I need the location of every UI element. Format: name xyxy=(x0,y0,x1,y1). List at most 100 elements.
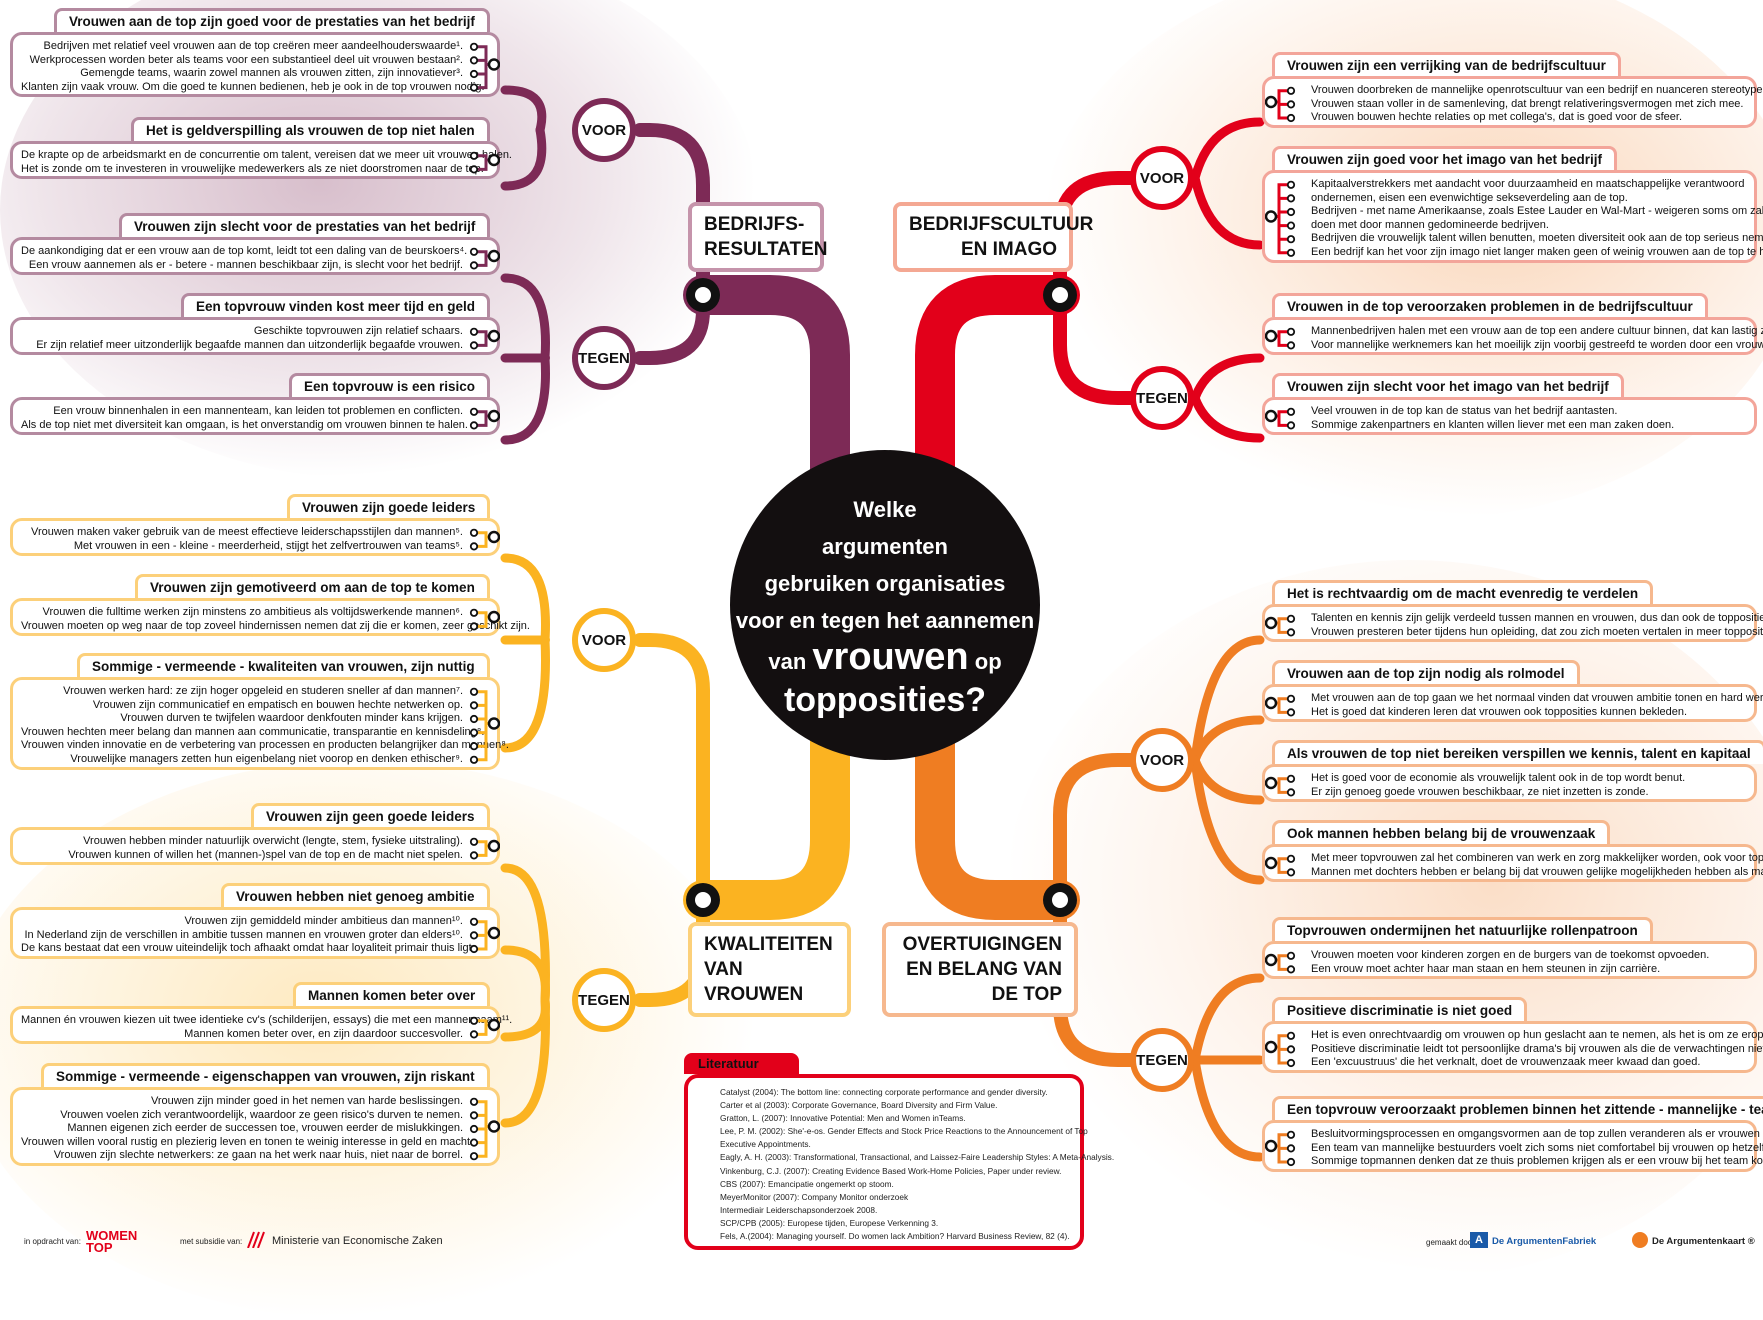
line-bullet xyxy=(469,165,479,174)
group-junction-dot xyxy=(1265,329,1278,343)
argument-connector-dots xyxy=(469,1016,500,1039)
argument-connector-dots xyxy=(1265,951,1296,974)
line-bullet xyxy=(469,931,479,940)
argument-box: Kapitaalverstrekkers met aandacht voor d… xyxy=(1262,170,1763,263)
line-bullet xyxy=(469,1138,479,1147)
argument-title: Een topvrouw is een risico xyxy=(289,373,491,397)
group-junction-dot xyxy=(487,610,500,624)
argument-line: Vrouwen die fulltime werken zijn minsten… xyxy=(42,606,463,618)
argument-connector-dots xyxy=(469,407,500,430)
argument-connector-dots xyxy=(1265,854,1296,877)
question-van: van xyxy=(768,648,813,674)
argumentenfabriek-logo-icon: A xyxy=(1470,1232,1488,1248)
argument-line: De aankondiging dat er een vrouw aan de … xyxy=(21,245,468,257)
question-line-1: Welke xyxy=(853,496,917,522)
literature-line: Executive Appointments. xyxy=(720,1139,811,1150)
argument-line: Veel vrouwen in de top kan de status van… xyxy=(1311,405,1618,417)
group-junction-dot xyxy=(1265,95,1278,109)
footer-fabriek: De ArgumentenFabriek xyxy=(1492,1236,1597,1247)
argument-connector-dots xyxy=(469,1097,500,1161)
category-overtuigingen: OVERTUIGINGEN EN BELANG VAN DE TOP xyxy=(882,922,1078,1017)
argument-box: Mannenbedrijven halen met een vrouw aan … xyxy=(1262,317,1763,355)
node-tegen-tl: TEGEN xyxy=(572,326,636,390)
line-bullet xyxy=(469,1097,479,1106)
footer-ministerie: Ministerie van Economische Zaken xyxy=(272,1235,443,1247)
line-bullet xyxy=(1286,100,1296,109)
literature-title: Literatuur xyxy=(684,1053,799,1074)
line-bullet xyxy=(1286,421,1296,430)
central-question: Welke argumenten gebruiken organisaties … xyxy=(730,450,1040,760)
argument-box: Vrouwen die fulltime werken zijn minsten… xyxy=(10,598,530,636)
line-bullet xyxy=(469,341,479,350)
line-bullet xyxy=(469,83,479,92)
line-bullet xyxy=(469,755,479,764)
line-bullet xyxy=(1286,180,1296,189)
argument-line: Vrouwen zijn slechte netwerkers: ze gaan… xyxy=(53,1149,463,1162)
literature-line: Vinkenburg, C.J. (2007): Creating Eviden… xyxy=(720,1165,1062,1176)
argument-box: Vrouwen hebben minder natuurlijk overwic… xyxy=(10,827,500,865)
argument-box: Het is even onrechtvaardig om vrouwen op… xyxy=(1262,1021,1763,1073)
line-bullet xyxy=(1286,207,1296,217)
argument-line: Vrouwen zijn gemiddeld minder ambitieus … xyxy=(184,915,463,927)
footer-opdracht: in opdracht van: xyxy=(24,1237,81,1246)
argument-line: Vrouwen voelen zich verantwoordelijk, wa… xyxy=(60,1108,463,1121)
line-bullet xyxy=(469,42,479,51)
footer-kaart: De Argumentenkaart ® xyxy=(1652,1236,1755,1247)
argument-title: Topvrouwen ondermijnen het natuurlijke r… xyxy=(1272,917,1653,941)
argument-line: Vrouwelijke managers zetten hun eigenbel… xyxy=(70,752,463,765)
argument-line: De krapte op de arbeidsmarkt en de concu… xyxy=(21,149,512,161)
argument-line: Een vrouw aannemen als er - betere - man… xyxy=(28,258,463,271)
argument-line: Werkprocessen worden beter als teams voo… xyxy=(29,53,463,66)
group-junction-dot xyxy=(1265,856,1278,870)
line-bullet xyxy=(1286,113,1296,123)
argument-line: Met vrouwen aan de top gaan we het norma… xyxy=(1311,692,1763,704)
argument-connector-dots xyxy=(469,42,500,92)
line-bullet xyxy=(469,1030,479,1039)
argument-box: De krapte op de arbeidsmarkt en de concu… xyxy=(10,141,512,179)
question-line-6: topposities? xyxy=(783,680,987,719)
argument-title: Sommige - vermeende - eigenschappen van … xyxy=(41,1063,490,1087)
line-bullet xyxy=(1286,248,1296,257)
argument-connector-dots xyxy=(1265,327,1296,350)
argument-line: Vrouwen hechten meer belang dan mannen a… xyxy=(21,725,485,738)
argument-line: Het is even onrechtvaardig om vrouwen op… xyxy=(1311,1029,1763,1041)
argument-line: Het is zonde om te investeren in vrouwel… xyxy=(21,162,484,175)
argument-box: Besluitvormingsprocessen en omgangsvorme… xyxy=(1262,1120,1763,1172)
argument-line: Het is goed dat kinderen leren dat vrouw… xyxy=(1311,705,1688,718)
argument-box: Vrouwen moeten voor kinderen zorgen en d… xyxy=(1262,941,1757,979)
argument-line: Besluitvormingsprocessen en omgangsvorme… xyxy=(1311,1128,1763,1140)
group-junction-dot xyxy=(1265,409,1278,423)
node-tegen-br: TEGEN xyxy=(1130,1028,1194,1092)
argument-line: Vrouwen vinden innovatie en de verbeteri… xyxy=(21,739,509,752)
question-line-4: voor en tegen het aannemen xyxy=(735,607,1035,633)
line-bullet xyxy=(1286,194,1296,203)
argument-connector-dots xyxy=(469,528,500,551)
group-junction-dot xyxy=(487,717,500,730)
argument-line: Vrouwen durven te twijfelen waardoor den… xyxy=(120,712,463,725)
line-bullet xyxy=(469,542,479,551)
argument-box: Veel vrouwen in de top kan de status van… xyxy=(1262,397,1757,435)
argument-line: Geschikte topvrouwen zijn relatief schaa… xyxy=(253,325,463,337)
category-bedrijfsresultaten-label: BEDRIJFS- RESULTATEN xyxy=(704,214,828,260)
line-bullet xyxy=(469,944,479,954)
argument-connector-dots xyxy=(469,327,500,350)
line-bullet xyxy=(469,1016,479,1025)
ministerie-logo-icon xyxy=(246,1230,266,1249)
footer-reg: ® xyxy=(1747,1236,1755,1247)
node-tegen-tr: TEGEN xyxy=(1130,366,1194,430)
argument-box: Vrouwen maken vaker gebruik van de meest… xyxy=(10,518,500,556)
argument-box: Het is goed voor de economie als vrouwel… xyxy=(1262,764,1757,802)
argument-box: De aankondiging dat er een vrouw aan de … xyxy=(10,237,500,275)
group-junction-dot xyxy=(487,1120,500,1133)
argument-line: Bedrijven - met name Amerikaanse, zoals … xyxy=(1311,205,1763,218)
line-bullet xyxy=(1286,708,1296,717)
line-bullet xyxy=(1286,221,1296,230)
line-bullet xyxy=(1286,868,1296,877)
argument-connector-dots xyxy=(469,687,500,764)
literature-line: SCP/CPB (2005): Europese tijden, Europes… xyxy=(720,1217,939,1228)
argument-line: Vrouwen staan voller in de samenleving, … xyxy=(1311,97,1744,110)
argument-box: Talenten en kennis zijn gelijk verdeeld … xyxy=(1262,604,1763,642)
line-bullet xyxy=(469,622,479,631)
line-bullet xyxy=(469,56,479,65)
argument-connector-dots xyxy=(1265,614,1296,637)
